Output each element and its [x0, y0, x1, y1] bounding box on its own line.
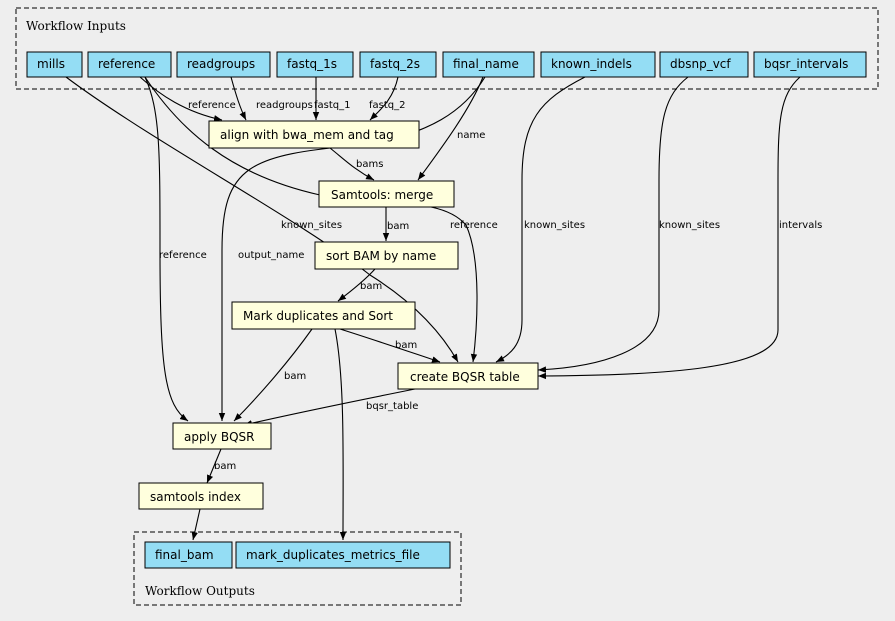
input-bqsr-intervals-label: bqsr_intervals [764, 57, 848, 71]
input-readgroups-label: readgroups [187, 57, 255, 71]
step-align-label: align with bwa_mem and tag [220, 128, 394, 142]
input-fastq-1s[interactable]: fastq_1s [276, 51, 354, 78]
edge-label-output-name: output_name [238, 250, 304, 261]
input-dbsnp-vcf-label: dbsnp_vcf [670, 57, 731, 71]
edge-label-bams: bams [356, 159, 383, 170]
edge-reference-align [139, 76, 223, 122]
step-sort[interactable]: sort BAM by name [314, 241, 459, 270]
step-align[interactable]: align with bwa_mem and tag [208, 120, 420, 149]
edge-dbsnp-bqsrtable [537, 76, 689, 373]
input-fastq-2s-label: fastq_2s [370, 57, 420, 71]
input-fastq-2s[interactable]: fastq_2s [359, 51, 437, 78]
step-merge-label: Samtools: merge [331, 188, 433, 202]
input-known-indels-label: known_indels [551, 57, 632, 71]
edge-finalname-merge [417, 76, 484, 181]
step-samtools-index[interactable]: samtools index [138, 482, 264, 510]
input-final-name[interactable]: final_name [442, 51, 535, 78]
edge-reference-apply [144, 76, 189, 422]
input-reference-label: reference [98, 57, 155, 71]
input-fastq-1s-label: fastq_1s [287, 57, 337, 71]
edge-label-name-merge: name [457, 130, 485, 141]
output-mark-duplicates-metrics[interactable]: mark_duplicates_metrics_file [235, 541, 451, 569]
output-nodes: final_bam mark_duplicates_metrics_file [144, 541, 451, 569]
edge-label-readgroups-align: readgroups [256, 100, 313, 111]
edge-markdup-bqsrtable [339, 328, 441, 363]
step-apply-bqsr[interactable]: apply BQSR [172, 422, 272, 450]
edge-label-indels-known: known_sites [524, 220, 585, 231]
input-bqsr-intervals[interactable]: bqsr_intervals [753, 51, 867, 78]
input-mills-label: mills [37, 57, 65, 71]
edge-label-intervals: intervals [779, 220, 822, 231]
step-apply-bqsr-label: apply BQSR [184, 430, 254, 444]
input-final-name-label: final_name [453, 57, 519, 71]
step-markdup[interactable]: Mark duplicates and Sort [231, 301, 416, 330]
edge-index-finalbam [191, 508, 201, 541]
edges [65, 76, 801, 541]
output-final-bam[interactable]: final_bam [144, 541, 233, 569]
edge-label-bam-sort: bam [387, 221, 409, 232]
input-reference[interactable]: reference [87, 51, 172, 78]
step-samtools-index-label: samtools index [150, 490, 241, 504]
workflow-inputs-cluster: Workflow Inputs [15, 7, 879, 90]
input-readgroups[interactable]: readgroups [176, 51, 271, 78]
workflow-outputs-title: Workflow Outputs [145, 584, 255, 598]
edge-label-bqsr-table: bqsr_table [366, 401, 418, 412]
edge-label-reference-align: reference [188, 100, 236, 111]
edge-markdup-apply [233, 328, 313, 422]
edge-label-mills-known: known_sites [281, 220, 342, 231]
edge-apply-index [206, 448, 222, 484]
step-sort-label: sort BAM by name [326, 249, 436, 263]
edge-label-bam-apply: bam [284, 371, 306, 382]
edge-label-reference-apply: reference [159, 250, 207, 261]
edge-markdup-metrics [334, 328, 347, 541]
edge-readgroups-align [230, 76, 247, 121]
edge-label-bam-index: bam [214, 461, 236, 472]
edge-label-bam-bqsrtable: bam [395, 340, 417, 351]
output-mark-duplicates-metrics-label: mark_duplicates_metrics_file [246, 548, 420, 562]
edge-labels: reference readgroups fastq_1 fastq_2 nam… [159, 100, 822, 472]
input-mills[interactable]: mills [26, 51, 83, 78]
edge-label-fastq2-align: fastq_2 [369, 100, 406, 111]
step-markdup-label: Mark duplicates and Sort [243, 309, 393, 323]
workflow-outputs-cluster: Workflow Outputs [133, 531, 462, 606]
edge-sort-markdup [337, 268, 376, 302]
step-bqsr-table[interactable]: create BQSR table [397, 362, 539, 390]
edge-bqsrtable-apply [243, 387, 421, 427]
edge-label-reference-bqsrtable: reference [450, 220, 498, 231]
edge-knownindels-bqsrtable [495, 76, 586, 363]
input-known-indels[interactable]: known_indels [540, 51, 656, 78]
edge-align-merge [329, 147, 375, 181]
input-nodes: mills reference readgroups fastq_1s fast… [26, 51, 867, 78]
output-final-bam-label: final_bam [155, 548, 214, 562]
edge-label-fastq1-align: fastq_1 [314, 100, 351, 111]
edge-fastq2-align [369, 76, 399, 121]
edge-intervals-bqsrtable [537, 76, 801, 380]
step-bqsr-table-label: create BQSR table [410, 370, 520, 384]
step-merge[interactable]: Samtools: merge [318, 180, 455, 208]
workflow-inputs-title: Workflow Inputs [26, 19, 126, 33]
edge-label-dbsnp-known: known_sites [659, 220, 720, 231]
input-dbsnp-vcf[interactable]: dbsnp_vcf [659, 51, 749, 78]
step-nodes: align with bwa_mem and tag Samtools: mer… [138, 120, 539, 510]
edge-label-bam-markdup: bam [360, 281, 382, 292]
